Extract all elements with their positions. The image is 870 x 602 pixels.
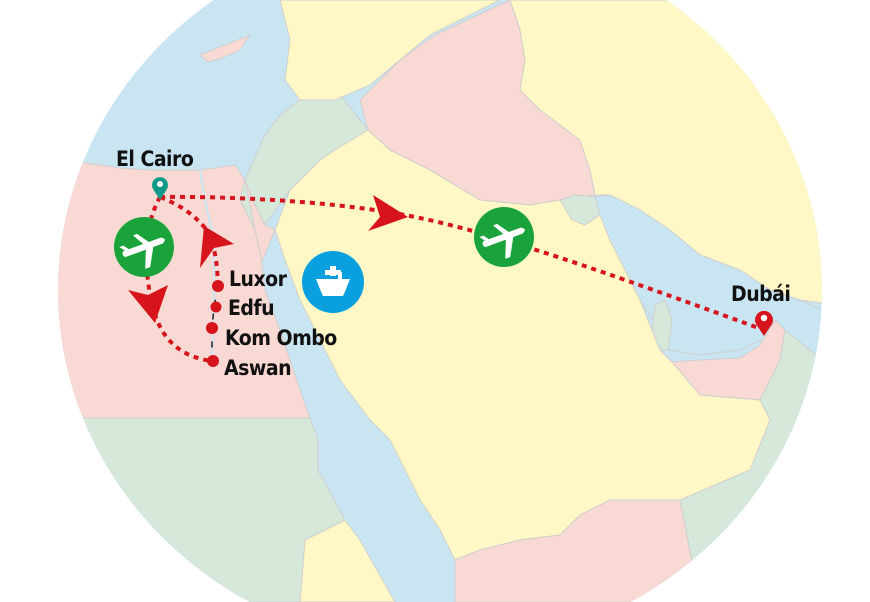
region-ethiopia	[299, 519, 396, 602]
arrow-icon	[128, 285, 168, 323]
region-cyprus	[199, 33, 252, 63]
stop-dot-luxor[interactable]	[212, 280, 224, 292]
plane-badge-cairo-dubai[interactable]	[474, 207, 534, 267]
route-cairo-dubai	[159, 194, 765, 332]
plane-badge-cairo-aswan[interactable]	[114, 217, 174, 277]
ship-badge-nile-cruise[interactable]	[302, 251, 364, 313]
route-nile-cruise	[211, 285, 219, 361]
dubai-pin-icon[interactable]	[755, 310, 773, 336]
region-sudan	[58, 417, 346, 602]
city-label-edfu: Edfu	[228, 296, 274, 320]
stop-dot-edfu[interactable]	[210, 301, 222, 313]
stop-dot-kom-ombo[interactable]	[206, 322, 218, 334]
region-north-yellow	[279, 0, 501, 101]
arrow-icon	[200, 226, 234, 268]
city-label-kom-ombo: Kom Ombo	[225, 326, 337, 350]
city-label-el-cairo: El Cairo	[116, 147, 194, 171]
arrow-icon	[368, 195, 408, 231]
region-saudi-arabia	[274, 129, 771, 561]
plane-icon	[119, 233, 165, 269]
plane-icon	[479, 223, 525, 259]
city-label-luxor: Luxor	[229, 267, 288, 291]
city-label-dubai: Dubái	[731, 282, 790, 306]
region-yemen	[454, 499, 701, 602]
cairo-pin-icon[interactable]	[152, 177, 168, 200]
city-label-aswan: Aswan	[224, 356, 291, 380]
ship-icon	[316, 266, 350, 296]
stop-dot-aswan[interactable]	[207, 355, 219, 367]
